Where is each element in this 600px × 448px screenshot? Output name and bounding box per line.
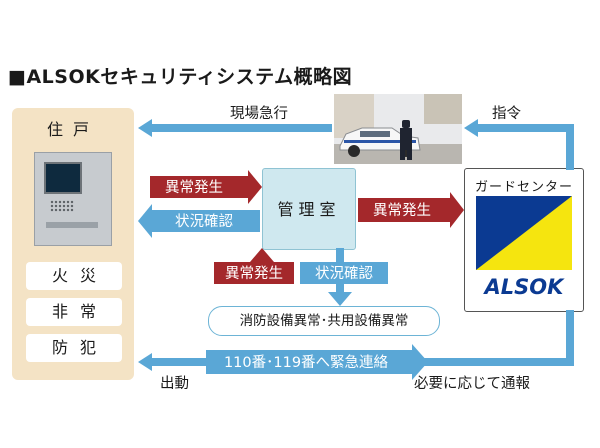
residence-item-fire: 火災 — [26, 262, 122, 290]
dispatch-label: 出動 — [160, 376, 189, 392]
check-office-to-facility-arrow: 状況確認 — [300, 248, 388, 306]
rush-to-site-arrow — [138, 119, 332, 137]
management-office-label: 管理室 — [277, 200, 341, 219]
check-office-to-residence-arrow: 状況確認 — [138, 204, 260, 238]
diagram-title: ■ALSOKセキュリティシステム概略図 — [8, 66, 353, 88]
alarm-office-to-center-arrow: 異常発生 — [358, 192, 464, 228]
intercom-speaker — [50, 200, 74, 212]
alsok-logo: ALSOK — [476, 196, 572, 299]
patrol-photo — [334, 94, 462, 164]
emergency-call-label: 110番･119番へ緊急連絡 — [224, 354, 389, 371]
check-label-1: 状況確認 — [175, 213, 233, 230]
alarm-facility-to-office-arrow: 異常発生 — [214, 248, 294, 284]
residence-label: 住戸 — [46, 120, 99, 139]
alsok-logo-text: ALSOK — [483, 275, 566, 299]
check-label-2: 状況確認 — [315, 265, 373, 282]
intercom-buttons — [46, 222, 98, 228]
dispatch-arrow: 110番･119番へ緊急連絡 — [138, 310, 574, 380]
facility-status-box: 消防設備異常･共用設備異常 — [208, 306, 440, 336]
alarm-label-3: 異常発生 — [225, 265, 283, 282]
command-arrow — [464, 119, 574, 170]
residence-item-emergency: 非常 — [26, 298, 122, 326]
report-if-needed-label: 必要に応じて通報 — [414, 376, 530, 392]
intercom-screen — [44, 162, 82, 194]
alarm-label-2: 異常発生 — [373, 202, 431, 219]
guard-center-label: ガードセンター — [474, 180, 573, 195]
alarm-residence-to-office-arrow: 異常発生 — [150, 170, 262, 204]
rush-to-site-label: 現場急行 — [230, 106, 288, 122]
residence-item-crime: 防犯 — [26, 334, 122, 362]
command-label: 指令 — [492, 106, 521, 122]
alarm-label-1: 異常発生 — [165, 179, 223, 196]
management-office-box — [262, 168, 356, 250]
